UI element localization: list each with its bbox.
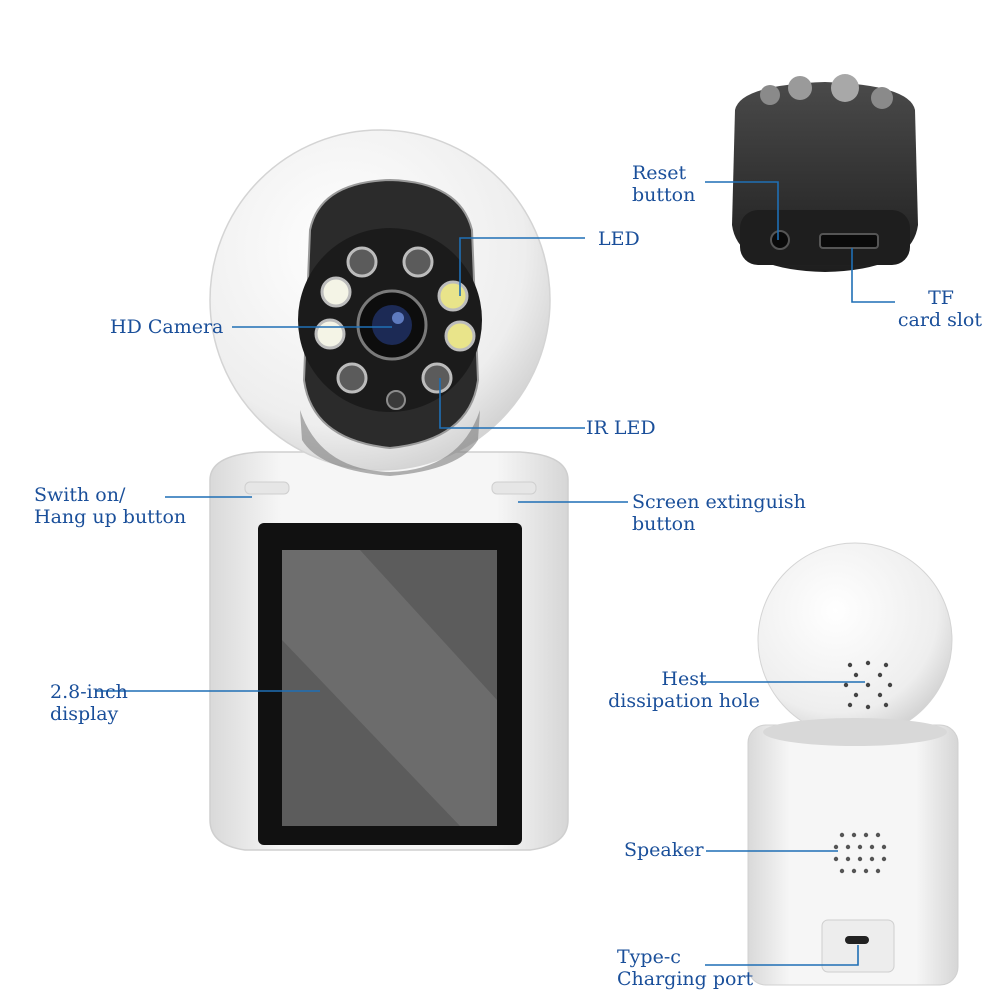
label-display: 2.8-inch display: [50, 681, 128, 725]
label-tf-line2: card slot: [897, 309, 982, 331]
reset-button-shape: [770, 230, 790, 250]
label-type-c-line2: Charging port: [617, 968, 754, 990]
label-type-c: Type-c Charging port: [617, 946, 753, 990]
label-tf-card-slot: TF card slot: [880, 287, 982, 331]
yellow-led-icon: [444, 320, 476, 352]
label-hd-camera: HD Camera: [110, 316, 223, 338]
leader-type-c: [705, 945, 859, 966]
label-hd-camera-text: HD Camera: [110, 316, 224, 338]
label-screen-line2: button: [632, 513, 696, 535]
screen-extinguish-button-shape: [491, 481, 537, 495]
label-reset-line1: Reset: [632, 162, 687, 184]
label-led-text: LED: [598, 228, 640, 250]
label-heat-line1: Hest: [661, 668, 707, 690]
leader-ir-led: [439, 378, 585, 429]
label-heat-line2: dissipation hole: [608, 690, 760, 712]
label-led: LED: [598, 228, 640, 250]
label-type-c-line1: Type-c: [617, 946, 681, 968]
ir-led-icon: [346, 246, 378, 278]
ir-led-icon: [336, 362, 368, 394]
heat-dissipation-holes: [843, 660, 893, 710]
label-ir-led-text: IR LED: [586, 417, 656, 439]
speaker-holes: [833, 832, 887, 874]
yellow-led-icon: [437, 280, 469, 312]
type-c-port-shape: [845, 936, 869, 944]
ir-led-icon: [421, 362, 453, 394]
label-display-line2: display: [50, 703, 119, 725]
label-screen-extinguish: Screen extinguish button: [632, 491, 806, 535]
label-reset-button: Reset button: [632, 162, 695, 206]
leader-led: [459, 237, 585, 296]
label-reset-line2: button: [632, 184, 696, 206]
label-display-line1: 2.8-inch: [50, 681, 128, 703]
rear-view-camera: [747, 542, 959, 986]
leader-reset: [705, 181, 779, 240]
white-led-icon: [320, 276, 352, 308]
label-screen-line1: Screen extinguish: [632, 491, 806, 513]
leader-tf-card: [851, 248, 895, 303]
sensor-icon: [386, 390, 406, 410]
hd-camera-lens: [356, 289, 428, 361]
label-speaker: Speaker: [624, 839, 704, 861]
label-ir-led: IR LED: [586, 417, 656, 439]
label-speaker-text: Speaker: [624, 839, 704, 861]
white-led-icon: [314, 318, 346, 350]
label-switch-line1: Swith on/: [34, 484, 126, 506]
ir-led-icon: [402, 246, 434, 278]
label-tf-line1: TF: [928, 287, 954, 309]
switch-hang-up-button-shape: [244, 481, 290, 495]
leader-lines: [95, 181, 895, 966]
label-switch-line2: Hang up button: [34, 506, 187, 528]
main-camera: [209, 129, 569, 851]
label-heat-dissipation: Hest dissipation hole: [600, 668, 768, 712]
label-switch-hang-up: Swith on/ Hang up button: [34, 484, 186, 528]
tf-card-slot-shape: [819, 233, 879, 249]
head-underside-view: [732, 74, 918, 272]
